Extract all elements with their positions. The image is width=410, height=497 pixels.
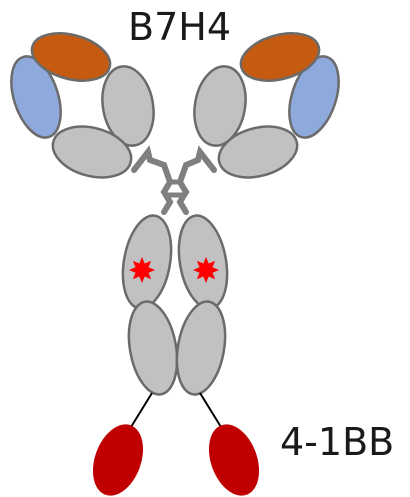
left-fab-arm xyxy=(2,25,159,185)
left-4-1bb-binder xyxy=(84,417,153,497)
right-mutation-star-icon xyxy=(193,257,219,283)
left-linker xyxy=(131,393,152,427)
hinge-left-upper xyxy=(134,152,170,212)
fc-ch3-pair xyxy=(122,298,232,399)
b7h4-label: B7H4 xyxy=(128,5,231,49)
left-ch3-domain xyxy=(122,298,184,399)
left-ch2-domain xyxy=(116,212,178,313)
right-fab-arm xyxy=(188,25,347,185)
right-4-1bb-binder xyxy=(200,417,269,497)
right-ch3-domain xyxy=(170,298,232,399)
right-ch2-domain xyxy=(172,212,234,313)
right-linker xyxy=(200,393,221,427)
hinge-region xyxy=(134,152,214,212)
left-mutation-star-icon xyxy=(129,257,155,283)
4-1bb-label: 4-1BB xyxy=(280,420,394,464)
hinge-right-upper xyxy=(180,152,214,212)
